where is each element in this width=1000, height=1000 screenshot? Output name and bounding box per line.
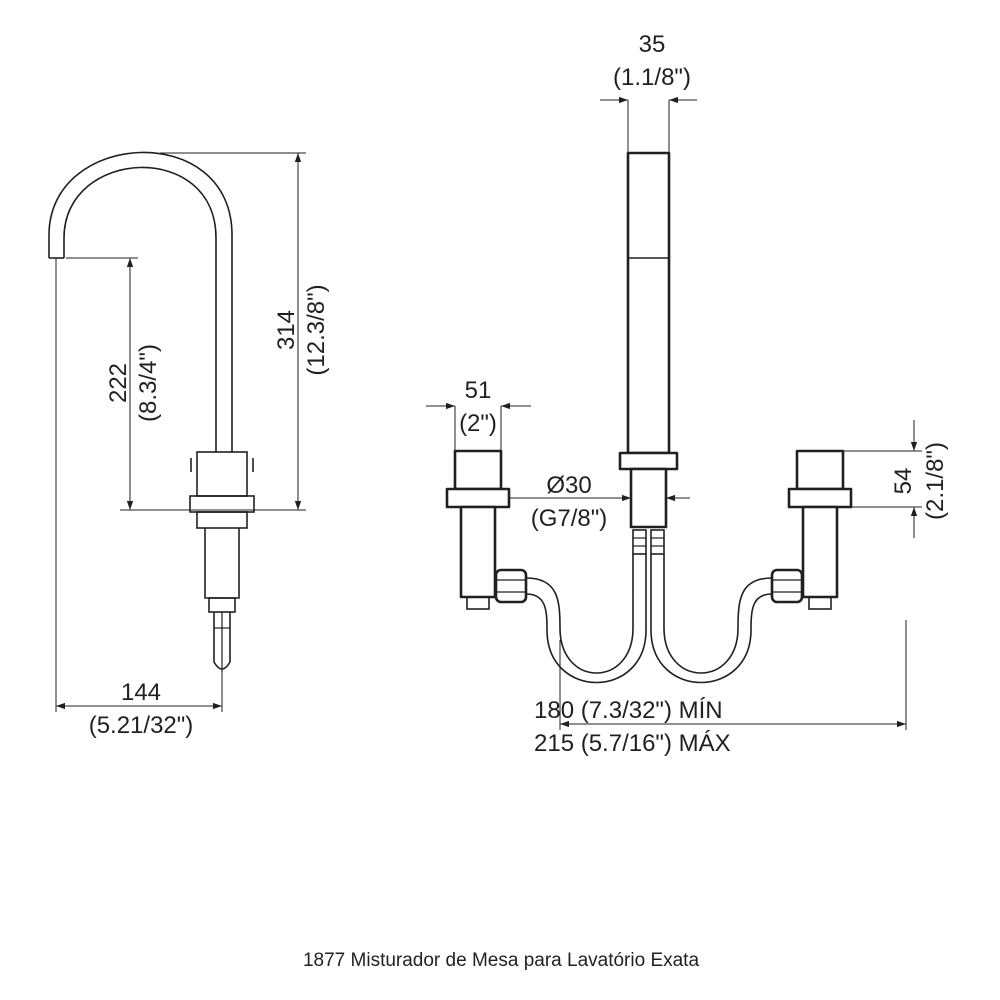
- hand-shower-body: [626, 151, 671, 455]
- lower-collar: [196, 511, 248, 529]
- left-valve-cap: [453, 449, 503, 491]
- spout-outer: [48, 151, 233, 452]
- dim-spacing-max: 215 (5.7/16") MÁX: [534, 730, 731, 757]
- left-hose-outer: [525, 554, 634, 674]
- dim-314-inch: (12.3/8"): [303, 284, 330, 375]
- dim-30-mm: Ø30: [546, 472, 591, 499]
- dim-35-mm: 35: [639, 31, 666, 58]
- upper-collar: [196, 451, 248, 497]
- dim-30-thread: (G7/8"): [531, 505, 608, 532]
- dim-51-inch: (2"): [459, 410, 497, 437]
- dim-35-inch: (1.1/8"): [613, 64, 691, 91]
- right-valve-cap: [795, 449, 845, 491]
- dim-54-mm: 54: [890, 468, 917, 495]
- right-valve-body: [801, 505, 839, 599]
- left-valve-body: [459, 505, 497, 599]
- spout-inner: [63, 166, 217, 452]
- right-valve-foot: [808, 596, 832, 610]
- hose-connector-left: [632, 529, 647, 555]
- right-valve-ring: [787, 487, 853, 509]
- dim-314-mm: 314: [273, 310, 300, 350]
- body-shank: [204, 528, 240, 599]
- dim-54-inch: (2.1/8"): [922, 442, 949, 520]
- hose-connector-right: [650, 529, 665, 555]
- faucet-front-view: 35 (1.1/8") 51 (2") 54 (2.1/8") Ø30 (G7/…: [426, 31, 949, 757]
- figure-caption: 1877 Misturador de Mesa para Lavatório E…: [303, 950, 699, 971]
- right-nut: [770, 568, 804, 604]
- dim-spacing-min: 180 (7.3/32") MÍN: [534, 697, 723, 724]
- right-hose-outer: [663, 554, 773, 674]
- dim-222-mm: 222: [105, 363, 132, 403]
- right-hose-inner: [650, 554, 773, 684]
- nut: [208, 597, 236, 613]
- dim-51-mm: 51: [465, 377, 492, 404]
- dim-144-mm: 144: [121, 679, 161, 706]
- dim-144-inch: (5.21/32"): [89, 712, 194, 739]
- left-hose-inner: [525, 554, 647, 684]
- faucet-side-view: 314 (12.3/8") 222 (8.3/4") 144 (5.21/32"…: [48, 151, 330, 739]
- dim-222-inch: (8.3/4"): [135, 344, 162, 422]
- shower-stem: [629, 467, 668, 529]
- left-nut: [494, 568, 528, 604]
- shower-base-ring: [618, 451, 679, 471]
- left-valve-foot: [466, 596, 490, 610]
- left-valve-ring: [445, 487, 511, 509]
